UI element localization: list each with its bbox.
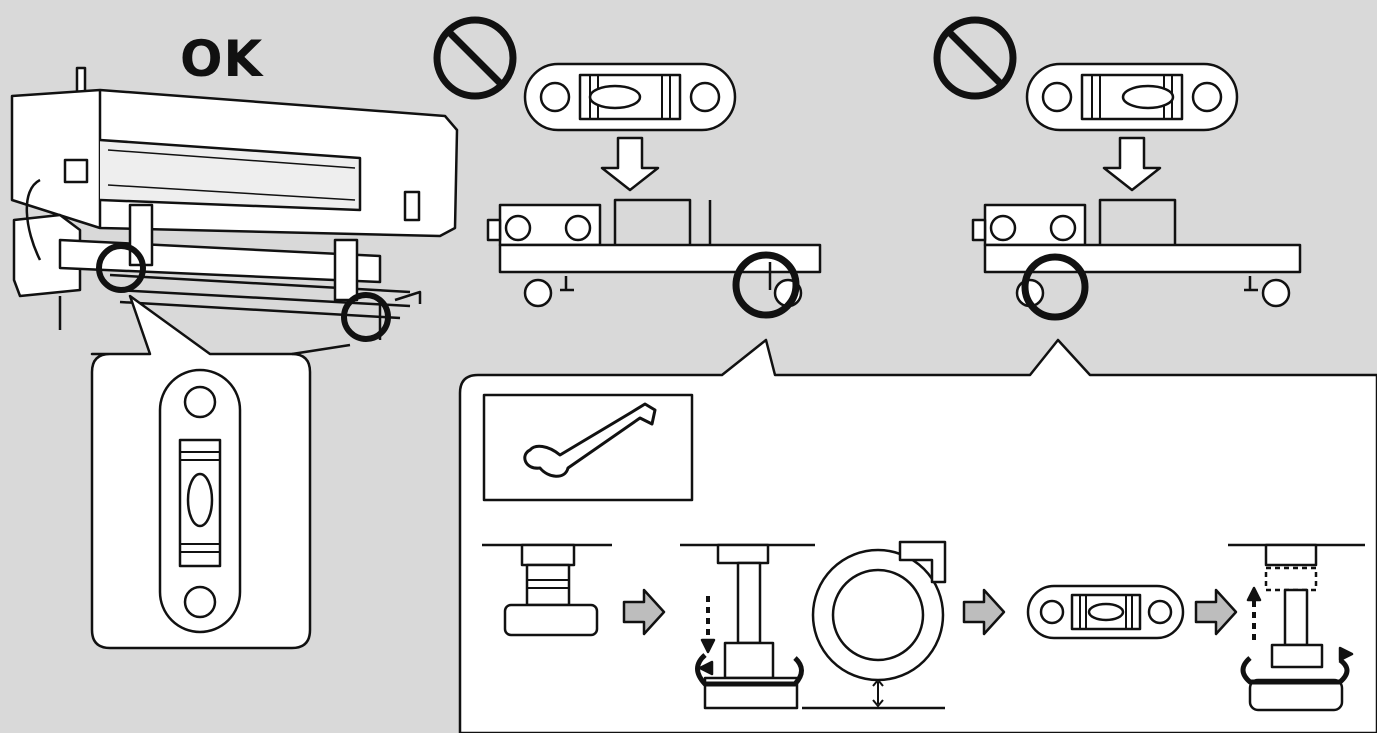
prohibited-icon-right — [937, 20, 1013, 96]
horizontal-level-icon-left — [525, 64, 735, 130]
horizontal-level-icon-right — [1027, 64, 1237, 130]
down-arrow-left — [602, 138, 658, 190]
prohibited-icon-left — [437, 20, 513, 96]
horizontal-level-icon-check — [1028, 586, 1183, 638]
printer-illustration — [12, 68, 457, 340]
ok-label: OK — [180, 30, 263, 88]
down-arrow-right — [1104, 138, 1160, 190]
